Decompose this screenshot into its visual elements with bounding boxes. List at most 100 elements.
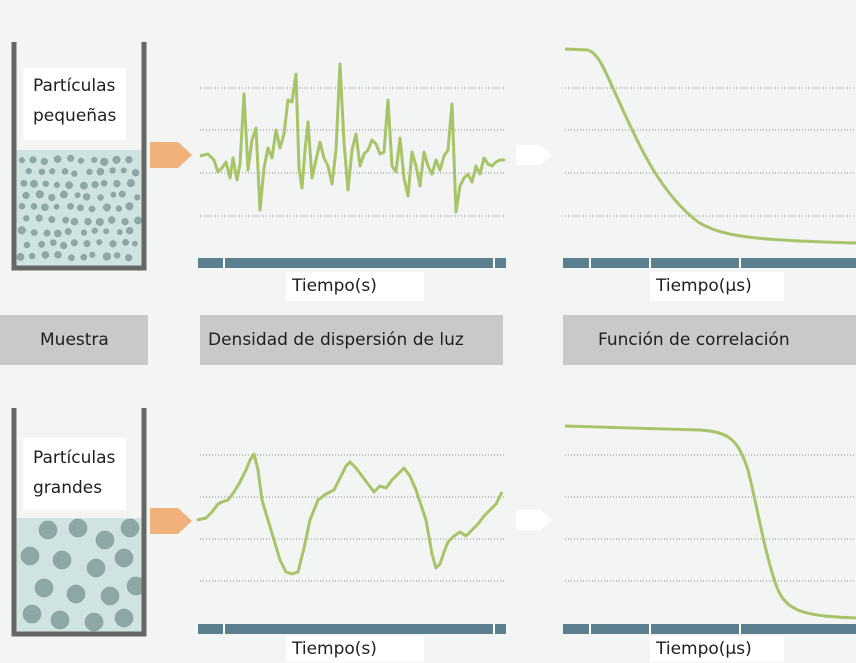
particle <box>28 252 36 260</box>
band-scattering <box>200 315 503 365</box>
particle <box>102 252 111 261</box>
particle <box>41 251 50 259</box>
particle <box>126 179 135 188</box>
particle <box>84 612 104 632</box>
particle <box>54 229 62 238</box>
particle <box>68 254 75 262</box>
particle <box>50 610 70 630</box>
sample-label-large-line2: grandes <box>33 478 103 498</box>
particle <box>38 168 46 175</box>
particle <box>96 167 105 176</box>
particle <box>125 254 133 262</box>
time-axis-bar <box>198 624 506 634</box>
particle <box>77 157 84 164</box>
particle <box>84 217 92 226</box>
particle <box>134 216 142 225</box>
particle <box>30 203 38 210</box>
particle <box>91 156 98 163</box>
particle <box>19 157 25 164</box>
particle <box>96 239 103 246</box>
particle <box>38 520 58 540</box>
particle <box>23 215 30 222</box>
band-label-sample: Muestra <box>40 330 109 350</box>
particle <box>97 194 104 201</box>
axis-label-time-us: Tiempo(µs) <box>650 272 784 301</box>
time-axis-bar <box>563 624 856 634</box>
particle <box>38 241 45 248</box>
arrow-icon <box>516 510 552 530</box>
particle <box>112 155 121 164</box>
particle <box>65 181 73 189</box>
particle <box>67 154 75 162</box>
particle <box>125 227 134 235</box>
particle <box>18 203 26 210</box>
beaker-small-particles <box>11 42 147 271</box>
particle <box>49 168 56 175</box>
particle <box>23 241 31 249</box>
particle <box>80 181 88 190</box>
sample-label-small-line2: pequeñas <box>33 106 117 126</box>
label-background <box>23 438 126 510</box>
particle <box>60 242 68 250</box>
particle <box>95 530 115 550</box>
particle <box>89 251 96 258</box>
axis-label-time-s: Tiempo(s) <box>286 272 424 301</box>
particle <box>22 604 42 624</box>
particle <box>67 202 74 210</box>
particle <box>113 252 121 259</box>
arrow-icon <box>150 142 192 168</box>
particle <box>54 251 62 259</box>
particle <box>34 578 54 598</box>
arrow-icon <box>150 508 192 534</box>
particle <box>83 240 91 248</box>
sample-label-small-line1: Partículas <box>33 76 116 96</box>
particle <box>71 170 78 177</box>
band-label-correlation: Función de correlación <box>598 330 790 350</box>
particle <box>109 167 116 174</box>
large-particles <box>20 518 146 632</box>
particle <box>109 240 117 248</box>
particle <box>100 586 120 606</box>
particle <box>22 191 30 199</box>
particle <box>125 156 133 164</box>
particle <box>64 228 72 235</box>
particle <box>68 518 88 538</box>
particle <box>70 239 78 247</box>
particle <box>121 218 129 226</box>
particle <box>20 179 28 187</box>
time-axis-bar <box>198 258 506 268</box>
particle <box>103 228 109 235</box>
band-label-scattering: Densidad de dispersión de luz <box>208 330 464 350</box>
arrow-icon <box>516 145 552 165</box>
particle <box>80 229 88 236</box>
correlation-chart-small <box>563 47 856 268</box>
particle <box>91 227 98 234</box>
sample-label-large-line1: Partículas <box>33 448 116 468</box>
time-axis-bar <box>563 258 856 268</box>
particle <box>50 239 57 246</box>
particle <box>66 584 86 604</box>
particle <box>100 157 109 166</box>
small-particles <box>16 154 142 262</box>
particle <box>122 239 129 246</box>
particle <box>60 190 68 199</box>
particle <box>43 229 51 237</box>
particle <box>110 191 117 198</box>
particle <box>52 550 72 570</box>
correlation-chart-large <box>563 424 856 634</box>
particle <box>113 179 121 188</box>
particle <box>120 167 127 174</box>
particle <box>118 190 126 198</box>
particle <box>30 229 38 236</box>
particle <box>86 168 93 176</box>
axis-label-time-us: Tiempo(µs) <box>650 636 784 662</box>
particle <box>77 204 84 212</box>
particle <box>114 548 134 568</box>
particle <box>86 558 106 578</box>
particle <box>131 169 140 177</box>
scatter-chart-large <box>196 452 506 634</box>
correlation-curve-small <box>564 47 856 245</box>
particle <box>40 157 48 166</box>
band-correlation <box>563 315 856 365</box>
